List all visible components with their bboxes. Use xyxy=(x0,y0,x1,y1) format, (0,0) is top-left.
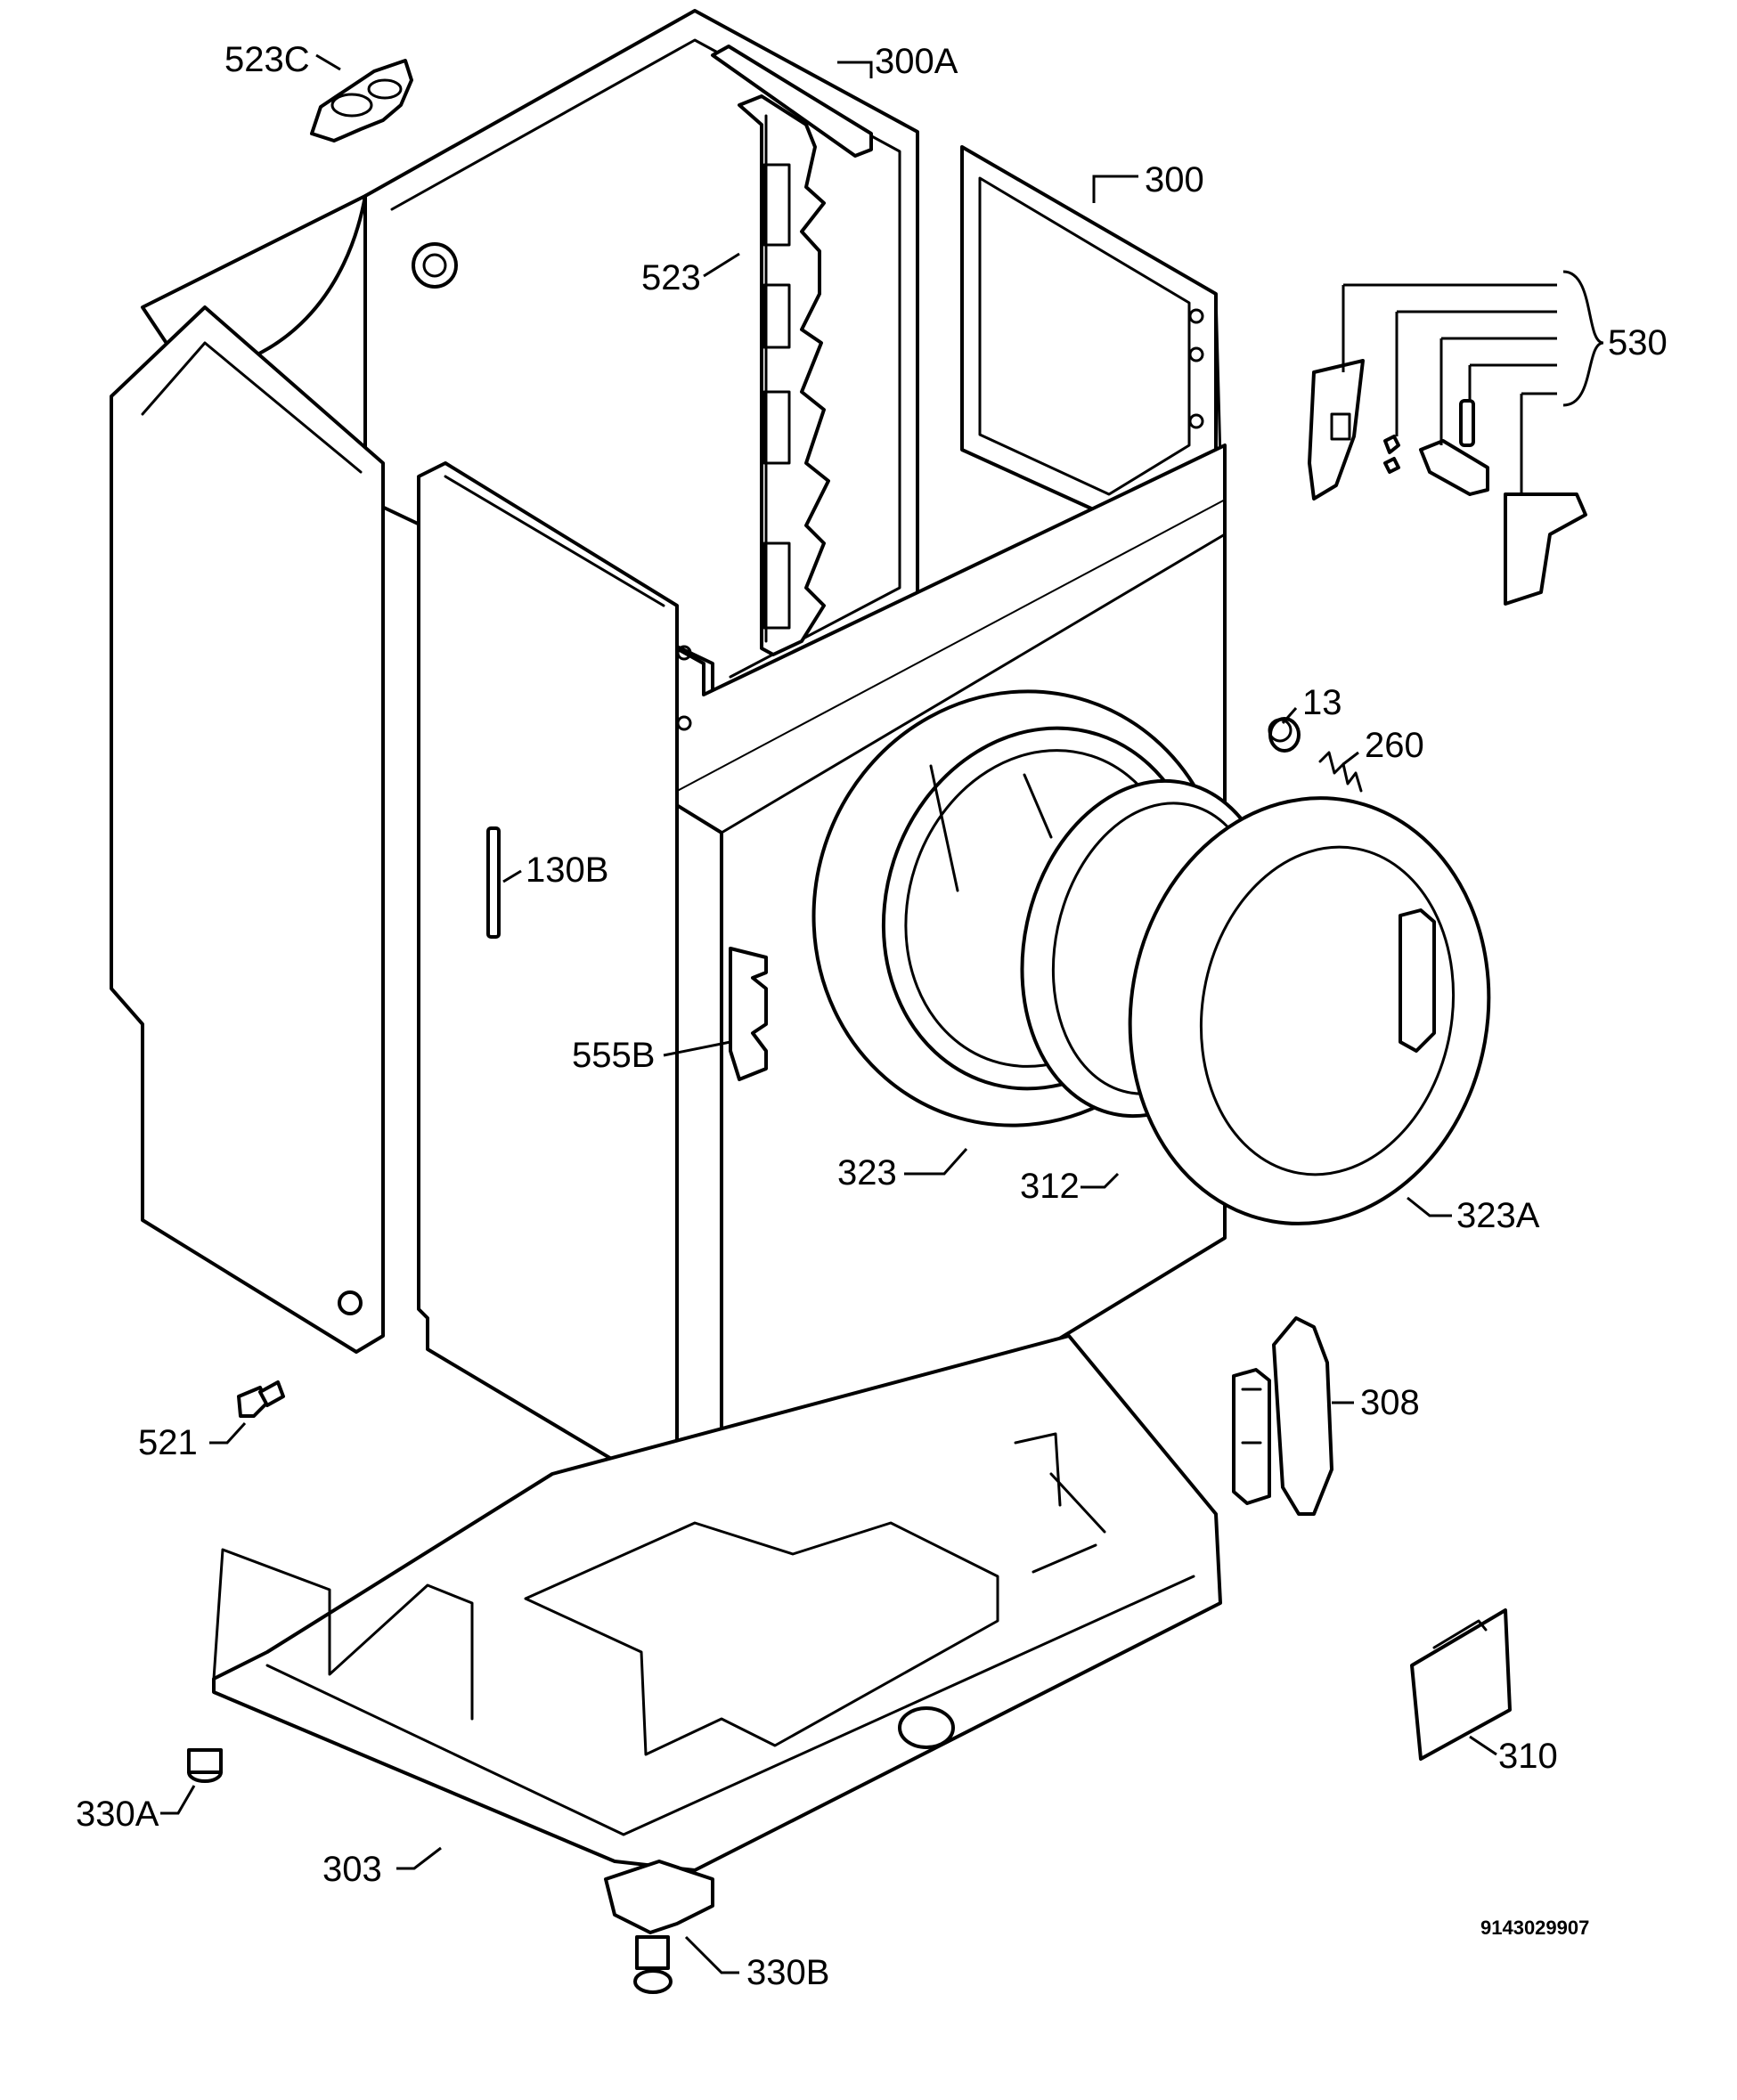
label-523C: 523C xyxy=(224,40,310,79)
label-330A: 330A xyxy=(76,1795,159,1834)
label-312: 312 xyxy=(1020,1167,1080,1206)
foot-330B xyxy=(604,1860,714,1994)
door-lock-set-530 xyxy=(1308,270,1604,606)
cover-310 xyxy=(1410,1608,1512,1761)
guide-rail-523 xyxy=(738,94,830,656)
top-strip-300A xyxy=(711,45,873,158)
cabinet-300 xyxy=(110,9,1227,1507)
label-130B: 130B xyxy=(526,851,608,890)
label-308: 308 xyxy=(1360,1383,1420,1422)
spring-260 xyxy=(1318,751,1363,793)
base-303 xyxy=(212,1334,1222,1872)
leader-lines xyxy=(160,53,1497,1974)
bushing-13 xyxy=(1268,717,1301,753)
label-323: 323 xyxy=(837,1153,897,1192)
screw-521 xyxy=(237,1380,285,1418)
label-555B: 555B xyxy=(572,1036,655,1075)
label-530: 530 xyxy=(1608,323,1668,362)
label-323A: 323A xyxy=(1456,1196,1540,1235)
label-521: 521 xyxy=(138,1423,198,1462)
label-303: 303 xyxy=(322,1850,382,1889)
hinge-308 xyxy=(1232,1316,1333,1516)
label-13: 13 xyxy=(1302,683,1342,722)
outer-door-323A xyxy=(1128,796,1491,1225)
clip-523C xyxy=(310,59,413,142)
label-300: 300 xyxy=(1145,160,1204,199)
label-330B: 330B xyxy=(746,1953,829,1992)
label-310: 310 xyxy=(1498,1737,1558,1776)
label-260: 260 xyxy=(1365,726,1424,765)
foot-330A xyxy=(187,1748,223,1783)
document-code: 9143029907 xyxy=(1480,1917,1589,1939)
label-523: 523 xyxy=(641,258,701,297)
label-300A: 300A xyxy=(875,42,958,81)
